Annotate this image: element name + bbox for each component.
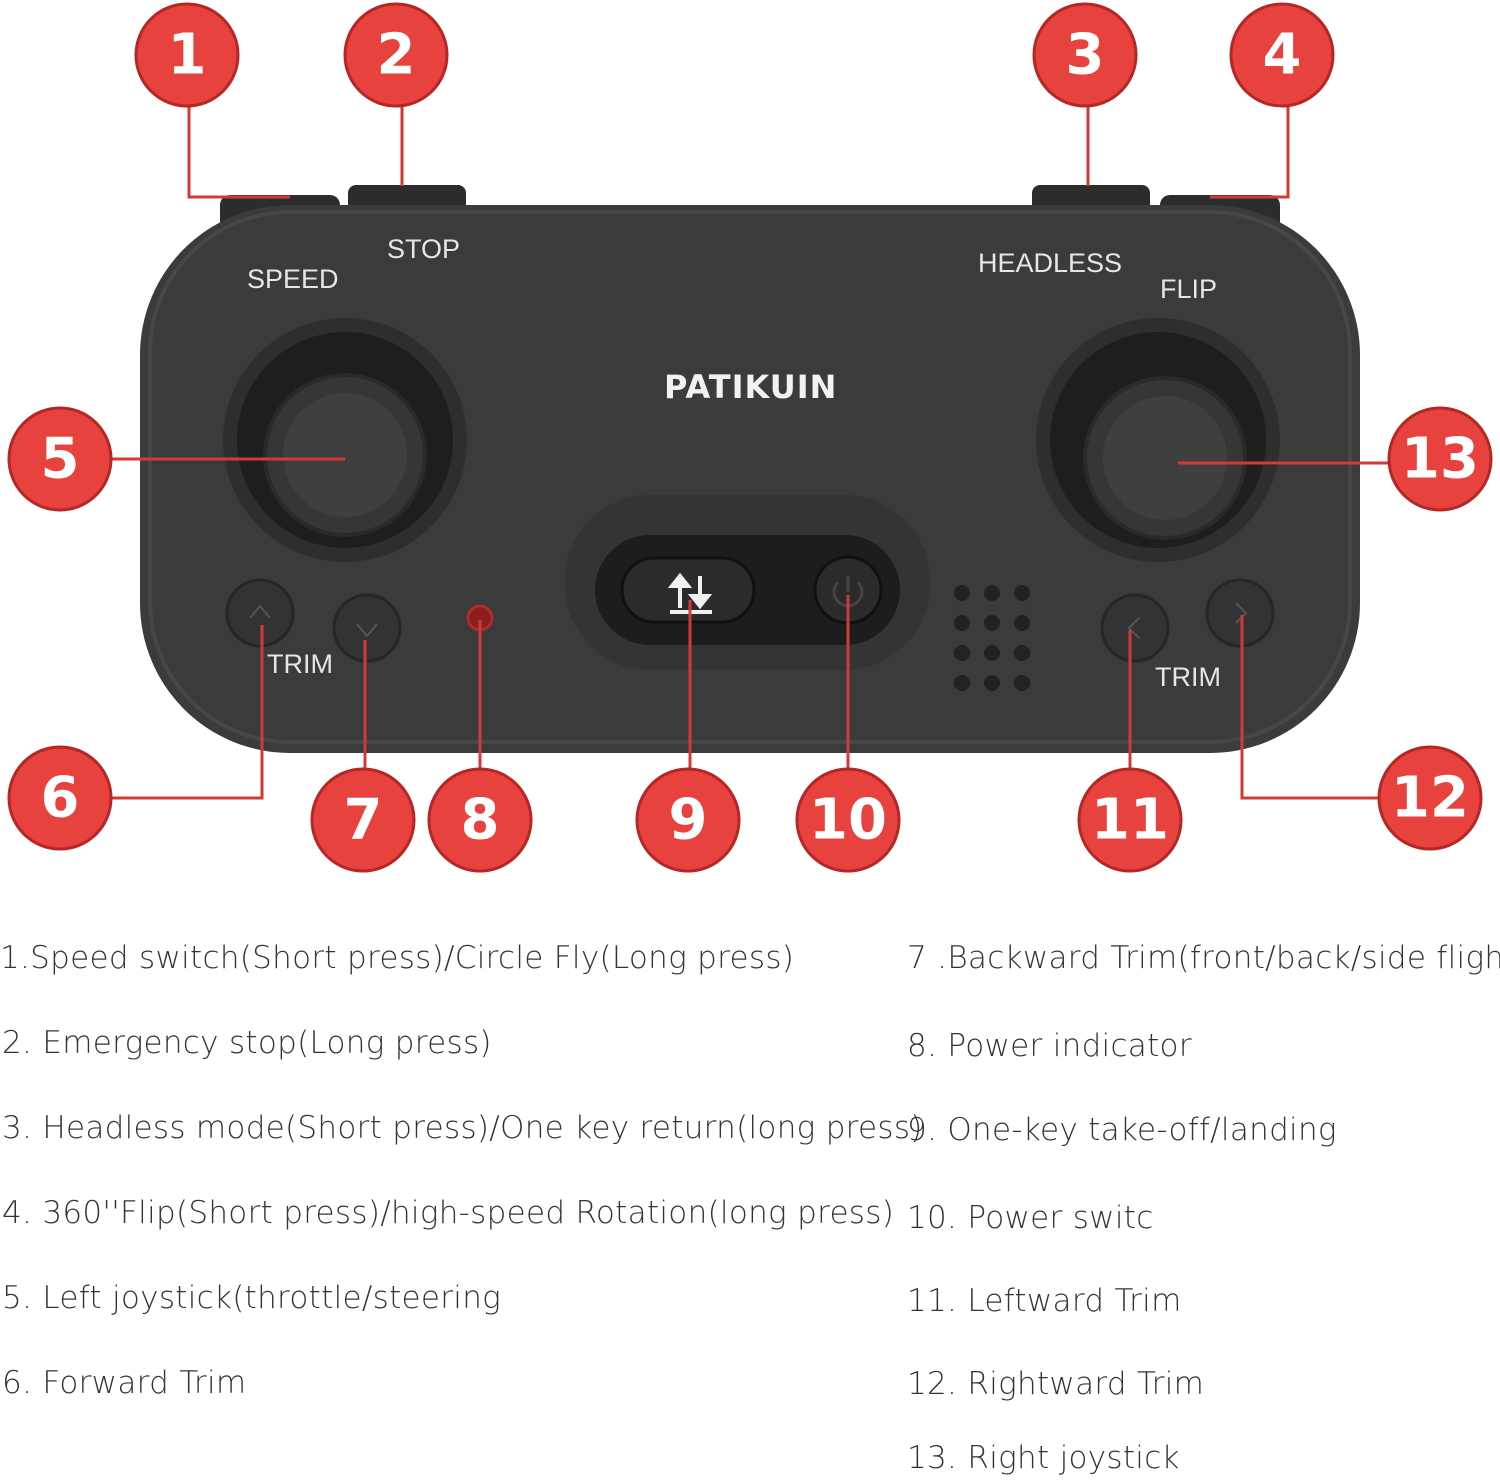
- right-joystick: [1036, 318, 1280, 562]
- description-7: 7 .Backward Trim(front/back/side flight: [907, 940, 1500, 976]
- chevron-right-icon: [1235, 602, 1248, 624]
- svg-text:10: 10: [809, 788, 887, 853]
- svg-text:13: 13: [1401, 427, 1479, 492]
- callout-8: 8: [427, 767, 533, 873]
- callout-3: 3: [1032, 2, 1138, 108]
- stop-label: STOP: [387, 234, 460, 264]
- description-4: 4. 360''Flip(Short press)/high-speed Rot…: [2, 1195, 895, 1231]
- callout-7: 7: [310, 767, 416, 873]
- flip-label: FLIP: [1160, 274, 1217, 304]
- svg-text:1: 1: [168, 23, 207, 88]
- description-6: 6. Forward Trim: [2, 1365, 247, 1401]
- callout-9: 9: [635, 767, 741, 873]
- description-12: 12. Rightward Trim: [907, 1366, 1205, 1402]
- controller-diagram: SPEED STOP HEADLESS FLIP PATIKUIN TRIM T…: [7, 2, 1493, 873]
- svg-text:2: 2: [377, 23, 416, 88]
- svg-text:4: 4: [1263, 23, 1302, 88]
- description-8: 8. Power indicator: [907, 1028, 1192, 1064]
- description-13: 13. Right joystick: [907, 1440, 1180, 1476]
- backward-trim-button: [332, 593, 402, 663]
- takeoff-landing-button: [620, 556, 756, 624]
- trim-label-left: TRIM: [267, 649, 333, 679]
- chevron-down-icon: [356, 623, 378, 638]
- description-3: 3. Headless mode(Short press)/One key re…: [2, 1110, 923, 1146]
- description-5: 5. Left joystick(throttle/steering: [2, 1280, 502, 1316]
- callout-12: 12: [1377, 745, 1483, 851]
- svg-text:6: 6: [41, 766, 80, 831]
- leader-lines: [112, 107, 1390, 800]
- description-10: 10. Power switc: [907, 1200, 1154, 1236]
- svg-text:9: 9: [669, 788, 708, 853]
- callout-5: 5: [7, 406, 113, 512]
- brand-logo: PATIKUIN: [664, 368, 837, 406]
- chevron-up-icon: [249, 604, 271, 619]
- speaker-grille: [954, 585, 1030, 691]
- svg-text:8: 8: [461, 788, 500, 853]
- svg-text:3: 3: [1066, 23, 1105, 88]
- svg-text:11: 11: [1091, 788, 1169, 853]
- description-1: 1.Speed switch(Short press)/Circle Fly(L…: [0, 940, 795, 976]
- callout-2: 2: [343, 2, 449, 108]
- leftward-trim-button: [1100, 593, 1170, 663]
- left-joystick: [223, 318, 467, 562]
- svg-text:12: 12: [1391, 766, 1469, 831]
- headless-label: HEADLESS: [978, 248, 1122, 278]
- speed-label: SPEED: [247, 264, 339, 294]
- callout-4: 4: [1229, 2, 1335, 108]
- svg-text:7: 7: [344, 788, 383, 853]
- description-2: 2. Emergency stop(Long press): [2, 1025, 492, 1061]
- callout-11: 11: [1077, 767, 1183, 873]
- description-9: 9. One-key take-off/landing: [907, 1112, 1337, 1148]
- rightward-trim-button: [1205, 578, 1275, 648]
- callout-6: 6: [7, 745, 113, 851]
- controller-body: [140, 205, 1360, 753]
- callout-1: 1: [134, 2, 240, 108]
- chevron-left-icon: [1127, 617, 1140, 639]
- callout-13: 13: [1387, 406, 1493, 512]
- forward-trim-button: [225, 578, 295, 648]
- trim-label-right: TRIM: [1155, 662, 1221, 692]
- svg-text:5: 5: [41, 427, 80, 492]
- description-11: 11. Leftward Trim: [907, 1283, 1182, 1319]
- callout-10: 10: [795, 767, 901, 873]
